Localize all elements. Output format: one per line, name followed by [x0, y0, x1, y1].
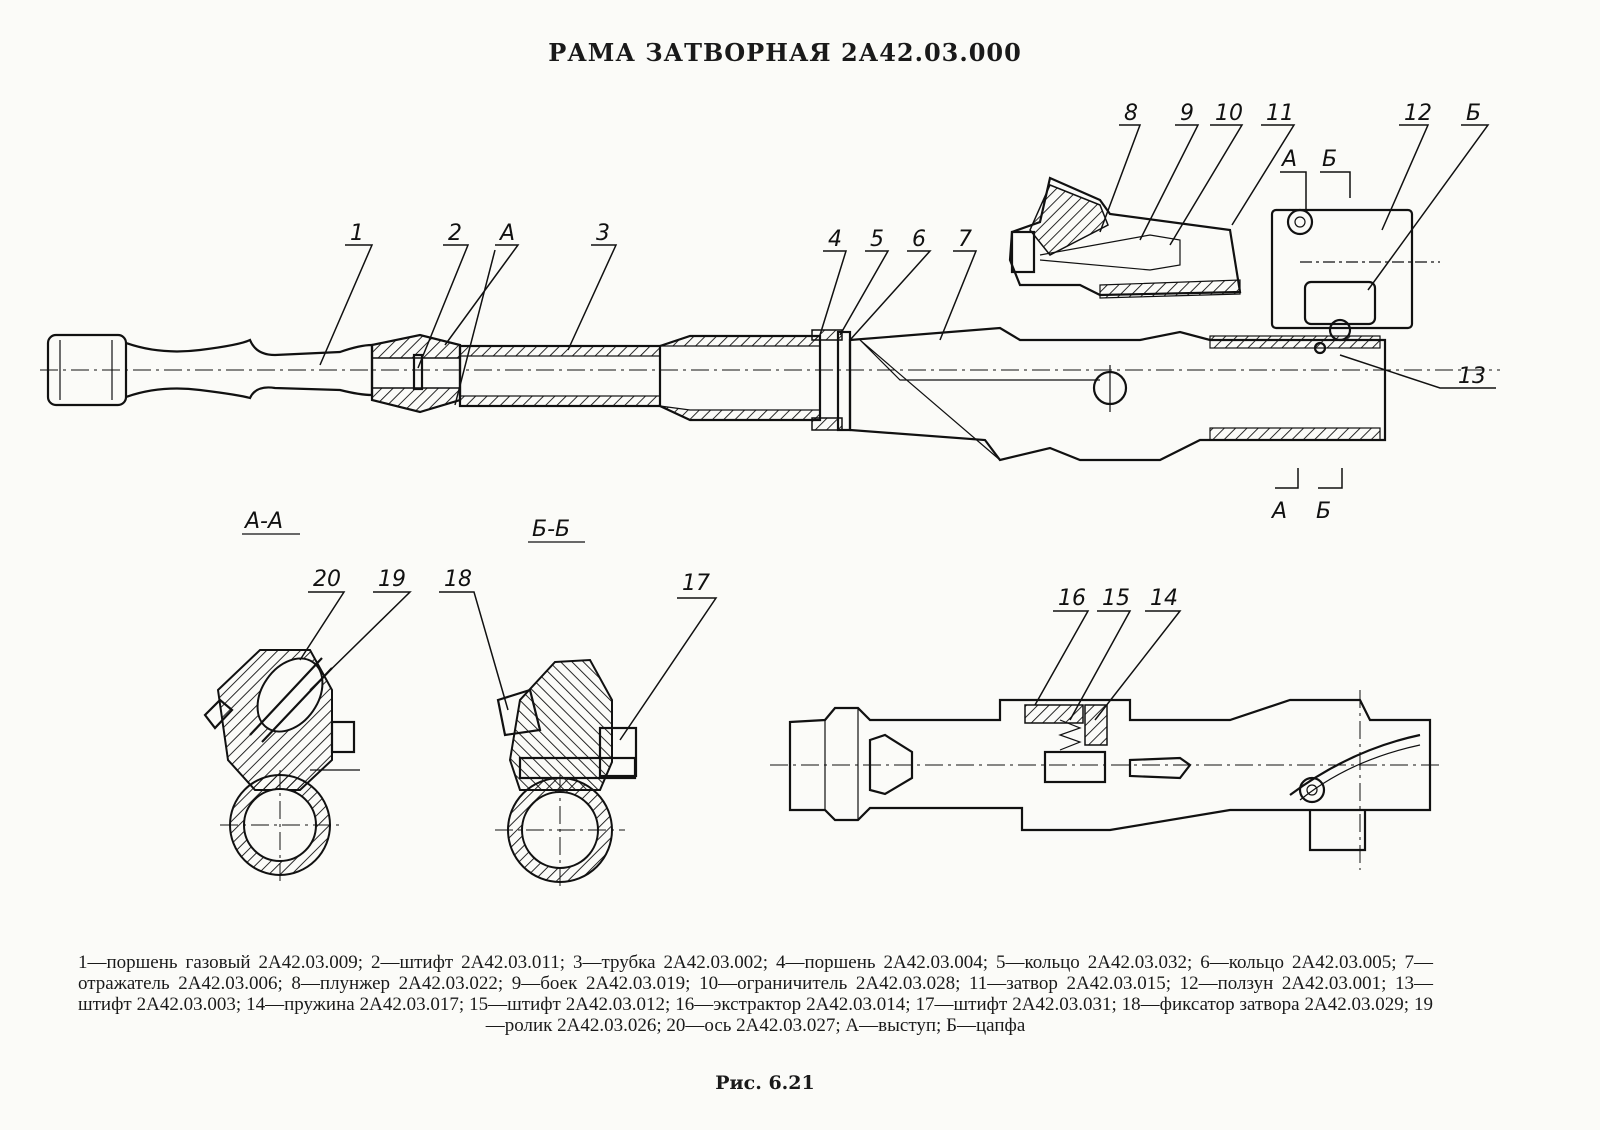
section-mark-a-top: A	[1280, 147, 1297, 172]
callout-2: 2	[448, 221, 462, 246]
slider-part-12	[1270, 208, 1440, 342]
section-mark-a-bottom: A	[1270, 499, 1287, 524]
figure-caption: Рис. 6.21	[715, 1072, 815, 1094]
callout-12: 12	[1404, 101, 1432, 126]
callout-6: 6	[912, 227, 926, 252]
main-assembly-view	[40, 176, 1500, 462]
bolt-assembly-part-8-11	[1008, 176, 1242, 299]
section-title-a-a: A-A	[243, 509, 283, 534]
callout-13: 13	[1458, 364, 1486, 389]
section-view-b-b: Б-Б 18 17	[439, 517, 718, 890]
callout-b-upper: Б	[1466, 101, 1481, 126]
reflector-part-7	[848, 326, 1387, 462]
callout-8: 8	[1124, 101, 1138, 126]
callout-1: 1	[350, 221, 364, 246]
callouts-main: 1 2 A 3 4 5 6 7 8 9 10 11 12 Б 13	[319, 101, 1496, 406]
page-title: РАМА ЗАТВОРНАЯ 2А42.03.000	[548, 38, 1022, 67]
callout-15: 15	[1102, 586, 1130, 611]
callout-11: 11	[1266, 101, 1294, 126]
bolt-side-view: 16 15 14	[770, 586, 1440, 870]
section-mark-b-top: Б	[1322, 147, 1337, 172]
tube-part-3	[458, 334, 822, 422]
callout-a-upper: A	[498, 221, 515, 246]
parts-legend: 1—поршень газовый 2А42.03.009; 2—штифт 2…	[78, 952, 1433, 1036]
section-mark-b-bottom: Б	[1316, 499, 1331, 524]
callout-4: 4	[828, 227, 842, 252]
section-marks: A Б A Б	[1270, 147, 1351, 524]
callout-19: 19	[378, 567, 406, 592]
callout-5: 5	[870, 227, 884, 252]
callout-17: 17	[682, 571, 710, 596]
callout-9: 9	[1180, 101, 1194, 126]
callout-16: 16	[1058, 586, 1086, 611]
callout-14: 14	[1150, 586, 1178, 611]
callout-10: 10	[1215, 101, 1243, 126]
callout-18: 18	[444, 567, 472, 592]
callout-7: 7	[958, 227, 972, 252]
pin-collar-part-2	[370, 333, 462, 414]
callout-3: 3	[596, 221, 610, 246]
section-title-b-b: Б-Б	[532, 517, 570, 542]
callout-20: 20	[313, 567, 341, 592]
section-view-a-a: A-A 20 19	[203, 509, 412, 885]
